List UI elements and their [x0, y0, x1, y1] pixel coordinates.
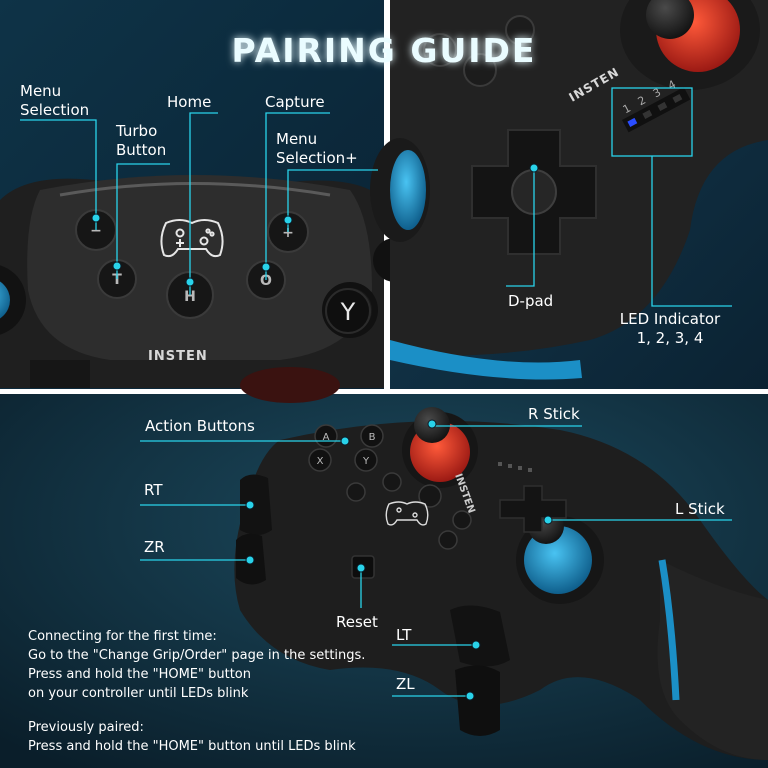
label-menu-selection-plus-line2: Selection+: [276, 149, 358, 167]
label-l-stick: L Stick: [675, 500, 725, 518]
action-button-b[interactable]: [360, 424, 384, 448]
instruction-paired-heading: Previously paired:: [28, 720, 144, 735]
label-menu-selection-plus-line1: Menu: [276, 130, 317, 148]
label-capture: Capture: [265, 93, 325, 111]
plus-glyph: +: [282, 225, 294, 241]
callout-lines: [20, 112, 732, 697]
svg-text:B: B: [369, 432, 376, 443]
label-rt: RT: [144, 481, 163, 499]
svg-text:Y: Y: [362, 456, 370, 467]
instruction-paired-line1: Press and hold the "HOME" button until L…: [28, 739, 356, 754]
panel-divider-horizontal: [0, 389, 768, 394]
turbo-glyph: T: [112, 272, 122, 288]
label-led-indicator-line2: 1, 2, 3, 4: [637, 329, 704, 347]
minus-glyph: −: [90, 223, 102, 239]
controller-face-closeup: − + T H O Y INSTEN: [0, 175, 417, 403]
label-action-buttons: Action Buttons: [145, 417, 255, 435]
controller-full: A B X Y INSTEN: [234, 407, 768, 760]
svg-text:X: X: [317, 456, 324, 467]
instruction-first-time-line2: Press and hold the "HOME" button: [28, 667, 251, 682]
label-turbo-line1: Turbo: [115, 122, 157, 140]
led-1: [627, 117, 638, 127]
instruction-first-time-line1: Go to the "Change Grip/Order" page in th…: [28, 648, 365, 663]
y-button[interactable]: [325, 288, 371, 334]
dpad-closeup: 1 2 3 4 INSTEN: [370, 0, 768, 380]
page-title: PAIRING GUIDE: [232, 31, 537, 70]
label-r-stick: R Stick: [528, 405, 580, 423]
label-turbo-line2: Button: [116, 141, 166, 159]
label-zr: ZR: [144, 538, 165, 556]
y-glyph: Y: [340, 298, 356, 326]
controller-logo-icon: [160, 219, 224, 258]
instruction-first-time-heading: Connecting for the first time:: [28, 629, 217, 644]
home-glyph: H: [184, 289, 196, 305]
action-button-x[interactable]: [308, 448, 332, 472]
callout-labels: Menu Selection Turbo Button Home Capture…: [20, 82, 725, 693]
brand-text-closeup: INSTEN: [148, 349, 208, 364]
callout-dots: [91, 163, 553, 701]
label-zl: ZL: [396, 675, 415, 693]
label-menu-selection-line1: Menu: [20, 82, 61, 100]
label-reset: Reset: [336, 613, 378, 631]
instruction-first-time-line3: on your controller until LEDs blink: [28, 686, 249, 701]
action-button-y[interactable]: [354, 448, 378, 472]
label-lt: LT: [396, 626, 412, 644]
label-d-pad: D-pad: [508, 292, 553, 310]
instructions: Connecting for the first time: Go to the…: [28, 629, 365, 754]
label-home: Home: [167, 93, 211, 111]
label-menu-selection-line2: Selection: [20, 101, 89, 119]
label-led-indicator-line1: LED Indicator: [620, 310, 721, 328]
capture-glyph: O: [260, 273, 272, 289]
svg-text:A: A: [323, 432, 330, 443]
